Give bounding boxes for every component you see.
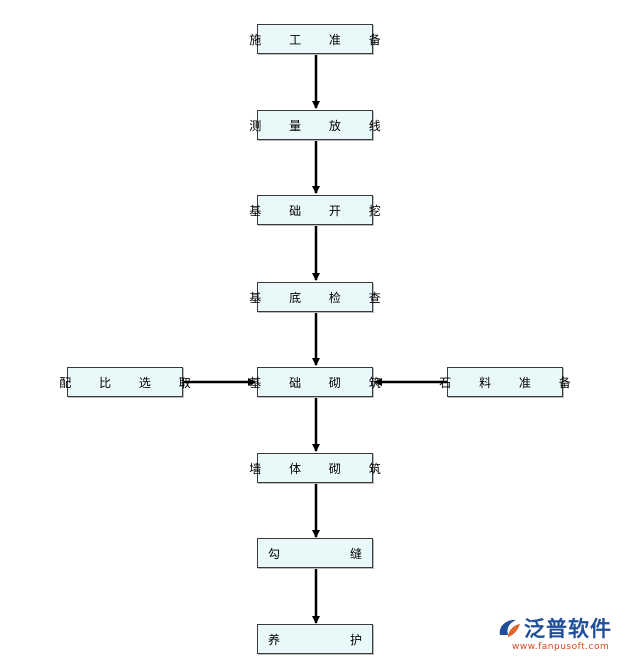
node-label: 基 底 检 查	[249, 290, 393, 305]
watermark: 泛普软件 www.fanpusoft.com	[496, 613, 618, 657]
node-label: 基 础 砌 筑	[249, 375, 393, 390]
node-label: 基 础 开 挖	[249, 203, 393, 218]
node-label-right: 缝	[349, 546, 362, 561]
node-construction-prep: 施 工 准 备	[249, 24, 381, 54]
node-label: 配 比 选 取	[59, 375, 203, 390]
node-label-right: 护	[349, 632, 362, 647]
node-label: 施 工 准 备	[249, 32, 393, 47]
node-mix-selection: 配 比 选 取	[59, 367, 191, 397]
node-label-left: 勾	[268, 546, 281, 561]
node-stone-prep: 石 料 准 备	[439, 367, 571, 397]
node-pointing: 勾 缝	[257, 538, 373, 568]
node-label: 石 料 准 备	[439, 375, 583, 390]
node-foundation-inspection: 基 底 检 查	[249, 282, 381, 312]
fanpu-logo-icon	[499, 619, 520, 637]
node-foundation-excavation: 基 础 开 挖	[249, 195, 381, 225]
node-foundation-masonry: 基 础 砌 筑	[249, 367, 381, 397]
node-survey-layout: 测 量 放 线	[249, 110, 381, 140]
watermark-url: www.fanpusoft.com	[512, 642, 610, 652]
node-label: 测 量 放 线	[249, 118, 393, 133]
node-curing: 养 护	[257, 624, 373, 654]
node-label: 墙 体 砌 筑	[249, 461, 393, 476]
node-wall-masonry: 墙 体 砌 筑	[249, 453, 381, 483]
node-label-left: 养	[268, 632, 281, 647]
watermark-brand: 泛普软件	[524, 617, 612, 641]
